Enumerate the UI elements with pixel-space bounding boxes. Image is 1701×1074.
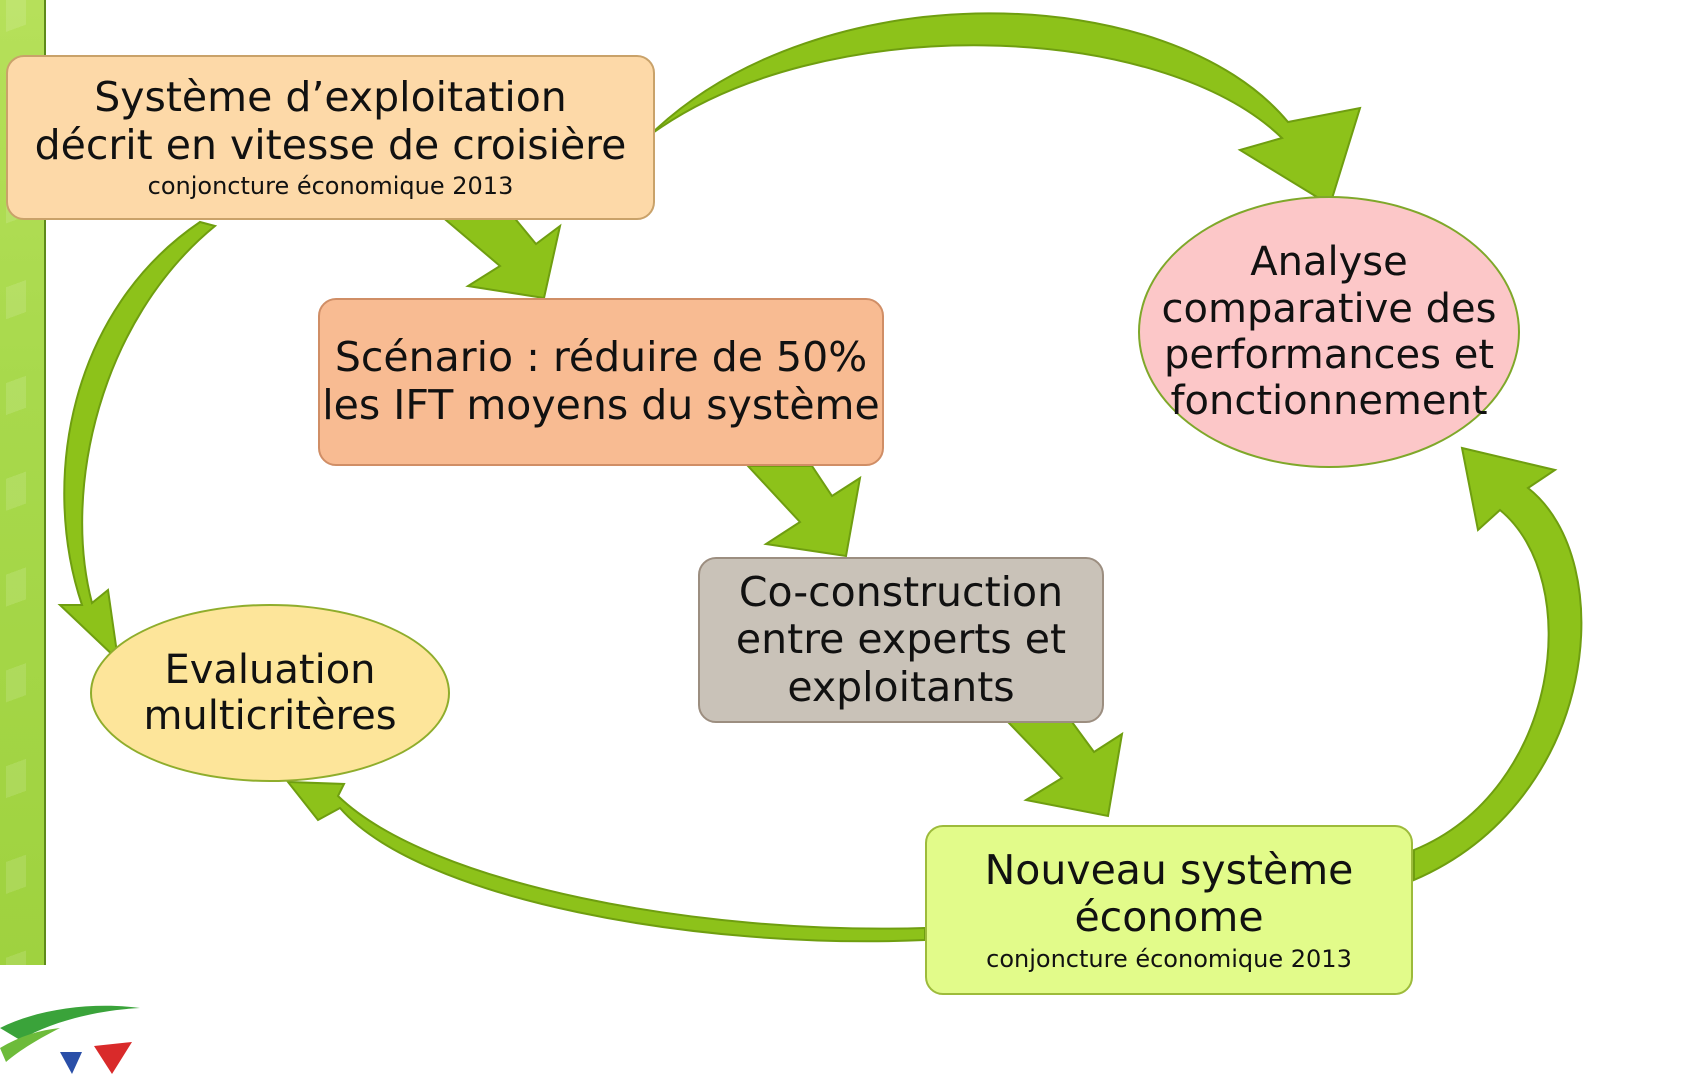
arrow-nouveau-to-analyse [1413,446,1583,882]
arrow-system-to-scenario [437,214,562,300]
node-scenario-line2: les IFT moyens du système [322,381,880,429]
node-cocon-line3: exploitants [787,662,1015,711]
node-cocon-line2: entre experts et [735,615,1067,664]
node-cocon-line1: Co-construction [738,567,1064,616]
node-eval-line1: Evaluation [164,646,376,693]
arrow-nouveau-to-evaluation [285,780,926,943]
node-nouveau-line2: économe [1074,893,1264,942]
node-analyse: Analyse comparative des performances et … [1138,196,1520,468]
node-nouveau-sub: conjoncture économique 2013 [986,944,1352,973]
logo-icon [0,1005,140,1074]
node-analyse-line3: performances et [1163,332,1495,378]
node-analyse-line1: Analyse [1250,239,1408,286]
arrow-scenario-to-coconstruction [745,465,862,558]
node-scenario-line1: Scénario : réduire de 50% [334,333,868,382]
arrow-system-to-analyse [649,12,1362,207]
node-systeme-exploitation: Système d’exploitation décrit en vitesse… [6,55,655,220]
arrow-coconstruction-to-nouveau [1005,721,1124,818]
node-eval-line2: multicritères [143,693,397,739]
node-systeme-sub: conjoncture économique 2013 [147,172,514,201]
node-systeme-line1: Système d’exploitation [94,73,567,122]
node-systeme-line2: décrit en vitesse de croisière [34,120,627,169]
arrow-system-to-evaluation [57,220,218,663]
node-nouveau-systeme: Nouveau système économe conjoncture écon… [925,825,1413,995]
node-evaluation: Evaluation multicritères [90,604,450,782]
node-nouveau-line1: Nouveau système [984,845,1354,894]
node-analyse-line4: fonctionnement [1170,378,1488,425]
node-analyse-line2: comparative des [1161,285,1497,332]
node-scenario: Scénario : réduire de 50% les IFT moyens… [318,298,884,466]
node-co-construction: Co-construction entre experts et exploit… [698,557,1104,723]
